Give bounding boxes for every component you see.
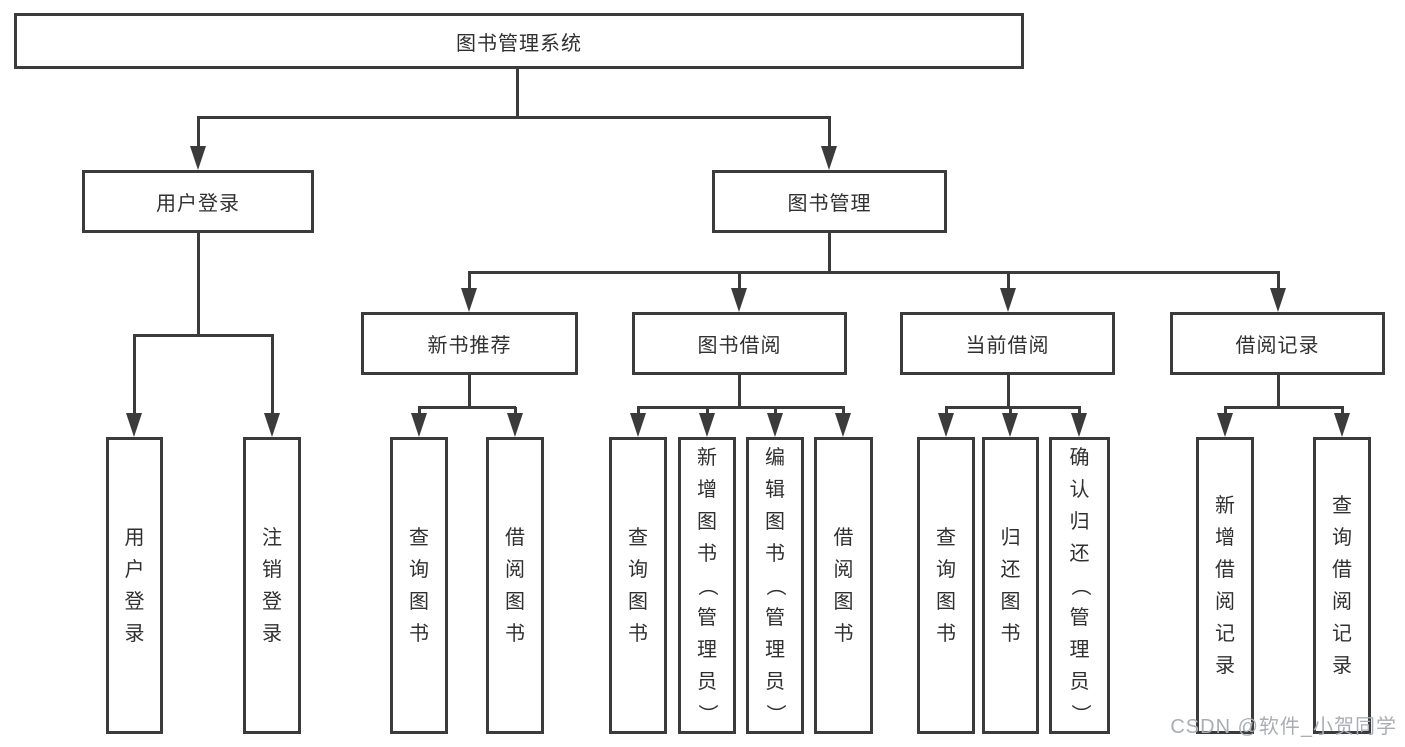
connector-vline bbox=[774, 407, 777, 414]
connector-vline bbox=[1277, 272, 1280, 289]
connector-vline bbox=[1078, 407, 1081, 414]
connector-vline bbox=[945, 407, 948, 414]
node-label: 注销登录 bbox=[262, 526, 282, 645]
node-label: 新增借阅记录 bbox=[1215, 494, 1235, 677]
connector-vline bbox=[738, 272, 741, 289]
node-label: 查询图书 bbox=[628, 526, 648, 645]
leaf-user-login: 用户登录 bbox=[106, 437, 163, 734]
connector-vline bbox=[1341, 407, 1344, 414]
leaf-logout-login: 注销登录 bbox=[243, 437, 301, 734]
node-new-book-recommend: 新书推荐 bbox=[361, 312, 578, 375]
connector-vline bbox=[468, 374, 471, 408]
node-label: 借阅记录 bbox=[1235, 335, 1320, 357]
node-user-login: 用户登录 bbox=[82, 170, 314, 233]
connector-hline bbox=[133, 334, 274, 337]
node-label: 查询借阅记录 bbox=[1332, 494, 1352, 677]
connector-vline bbox=[1224, 407, 1227, 414]
connector-hline bbox=[1224, 406, 1344, 409]
leaf-add-borrow-record: 新增借阅记录 bbox=[1196, 437, 1254, 734]
node-label: 编辑图书（管理员） bbox=[764, 446, 786, 724]
arrowhead-down-icon bbox=[1071, 413, 1087, 437]
connector-vline bbox=[516, 69, 519, 117]
leaf-add-book-admin: 新增图书（管理员） bbox=[678, 437, 736, 734]
node-label: 新书推荐 bbox=[427, 335, 512, 357]
node-label: 图书借阅 bbox=[697, 335, 782, 357]
node-book-borrowing: 图书借阅 bbox=[632, 312, 847, 375]
node-book-management: 图书管理 bbox=[712, 170, 947, 233]
connector-vline bbox=[197, 117, 200, 147]
connector-vline bbox=[468, 272, 471, 289]
node-label: 新增图书（管理员） bbox=[696, 446, 718, 724]
node-label: 图书管理系统 bbox=[456, 32, 582, 55]
arrowhead-down-icon bbox=[411, 413, 427, 437]
arrowhead-down-icon bbox=[767, 413, 783, 437]
node-root: 图书管理系统 bbox=[14, 13, 1024, 69]
node-label: 确认归还（管理员） bbox=[1068, 446, 1091, 724]
connector-hline bbox=[197, 116, 831, 119]
arrowhead-down-icon bbox=[190, 146, 206, 170]
connector-vline bbox=[197, 233, 200, 336]
node-label: 查询图书 bbox=[936, 526, 956, 645]
leaf-borrow-book-1: 借阅图书 bbox=[486, 437, 544, 734]
arrowhead-down-icon bbox=[731, 288, 747, 312]
leaf-confirm-return-admin: 确认归还（管理员） bbox=[1049, 437, 1110, 734]
connector-vline bbox=[271, 335, 274, 414]
node-current-borrowing: 当前借阅 bbox=[900, 312, 1115, 375]
arrowhead-down-icon bbox=[938, 413, 954, 437]
arrowhead-down-icon bbox=[1270, 288, 1286, 312]
arrowhead-down-icon bbox=[630, 413, 646, 437]
connector-vline bbox=[133, 335, 136, 414]
connector-vline bbox=[1277, 374, 1280, 408]
leaf-edit-book-admin: 编辑图书（管理员） bbox=[746, 437, 804, 734]
connector-vline bbox=[514, 407, 517, 414]
node-label: 当前借阅 bbox=[965, 335, 1050, 357]
arrowhead-down-icon bbox=[126, 413, 142, 437]
node-label: 归还图书 bbox=[1000, 526, 1021, 645]
arrowhead-down-icon bbox=[821, 146, 837, 170]
arrowhead-down-icon bbox=[699, 413, 715, 437]
node-label: 借阅图书 bbox=[833, 526, 854, 645]
connector-hline bbox=[418, 406, 516, 409]
arrowhead-down-icon bbox=[507, 413, 523, 437]
arrowhead-down-icon bbox=[264, 413, 280, 437]
arrowhead-down-icon bbox=[835, 413, 851, 437]
connector-hline bbox=[945, 406, 1081, 409]
connector-vline bbox=[637, 407, 640, 414]
connector-vline bbox=[1007, 272, 1010, 289]
leaf-borrow-book-2: 借阅图书 bbox=[814, 437, 873, 734]
arrowhead-down-icon bbox=[461, 288, 477, 312]
node-label: 借阅图书 bbox=[505, 526, 525, 645]
connector-vline bbox=[828, 233, 831, 273]
connector-vline bbox=[828, 117, 831, 147]
leaf-search-book-2: 查询图书 bbox=[609, 437, 667, 734]
connector-vline bbox=[842, 407, 845, 414]
connector-vline bbox=[418, 407, 421, 414]
connector-hline bbox=[637, 406, 845, 409]
connector-vline bbox=[738, 374, 741, 408]
connector-vline bbox=[706, 407, 709, 414]
node-label: 图书管理 bbox=[787, 193, 872, 215]
watermark: CSDN @软件_小贺同学 bbox=[1170, 716, 1397, 738]
leaf-search-book-1: 查询图书 bbox=[390, 437, 448, 734]
arrowhead-down-icon bbox=[1002, 413, 1018, 437]
leaf-search-borrow-record: 查询借阅记录 bbox=[1313, 437, 1371, 734]
connector-hline bbox=[468, 271, 1280, 274]
leaf-return-book: 归还图书 bbox=[982, 437, 1039, 734]
node-borrowing-records: 借阅记录 bbox=[1170, 312, 1385, 375]
node-label: 查询图书 bbox=[409, 526, 429, 645]
node-label: 用户登录 bbox=[156, 193, 240, 215]
arrowhead-down-icon bbox=[1334, 413, 1350, 437]
arrowhead-down-icon bbox=[1217, 413, 1233, 437]
connector-vline bbox=[1007, 374, 1010, 408]
arrowhead-down-icon bbox=[1000, 288, 1016, 312]
leaf-search-book-3: 查询图书 bbox=[917, 437, 975, 734]
connector-vline bbox=[1009, 407, 1012, 414]
node-label: 用户登录 bbox=[124, 526, 145, 645]
